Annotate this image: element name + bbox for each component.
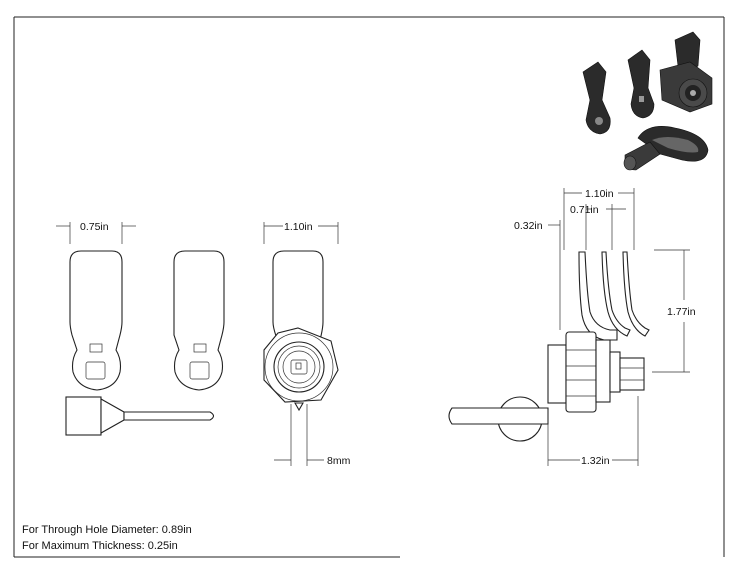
front-view xyxy=(263,250,339,412)
dimension-label: 0.71in xyxy=(570,204,599,216)
dimension-flag-width: 0.75in xyxy=(56,221,136,244)
dimension-label: 1.77in xyxy=(667,306,696,318)
sheet-border xyxy=(13,16,725,558)
side-view xyxy=(448,251,650,442)
dimension-label: 8mm xyxy=(327,455,351,467)
dimension-cam-gap: 8mm xyxy=(274,404,351,467)
dimension-label: 1.10in xyxy=(585,188,614,200)
dimension-side-overall-width: 1.10in xyxy=(563,188,635,250)
dimension-side-height: 1.77in xyxy=(652,249,696,373)
dimension-label: 1.32in xyxy=(581,455,610,467)
dimension-label: 1.10in xyxy=(284,221,313,233)
note-hole-diameter: For Through Hole Diameter: 0.89in xyxy=(22,524,192,536)
isometric-render xyxy=(582,31,713,171)
dimension-front-width: 1.10in xyxy=(263,221,339,244)
note-max-thickness: For Maximum Thickness: 0.25in xyxy=(22,540,178,552)
flag-view-with-key xyxy=(65,250,215,436)
dimension-side-arm-span: 0.71in xyxy=(570,204,626,250)
dimension-label: 0.75in xyxy=(80,221,109,233)
dimension-label: 0.32in xyxy=(514,220,543,232)
flag-view-plain xyxy=(173,250,225,391)
dimension-side-offset: 0.32in xyxy=(514,220,561,330)
dimension-side-base-width: 1.32in xyxy=(547,396,639,467)
